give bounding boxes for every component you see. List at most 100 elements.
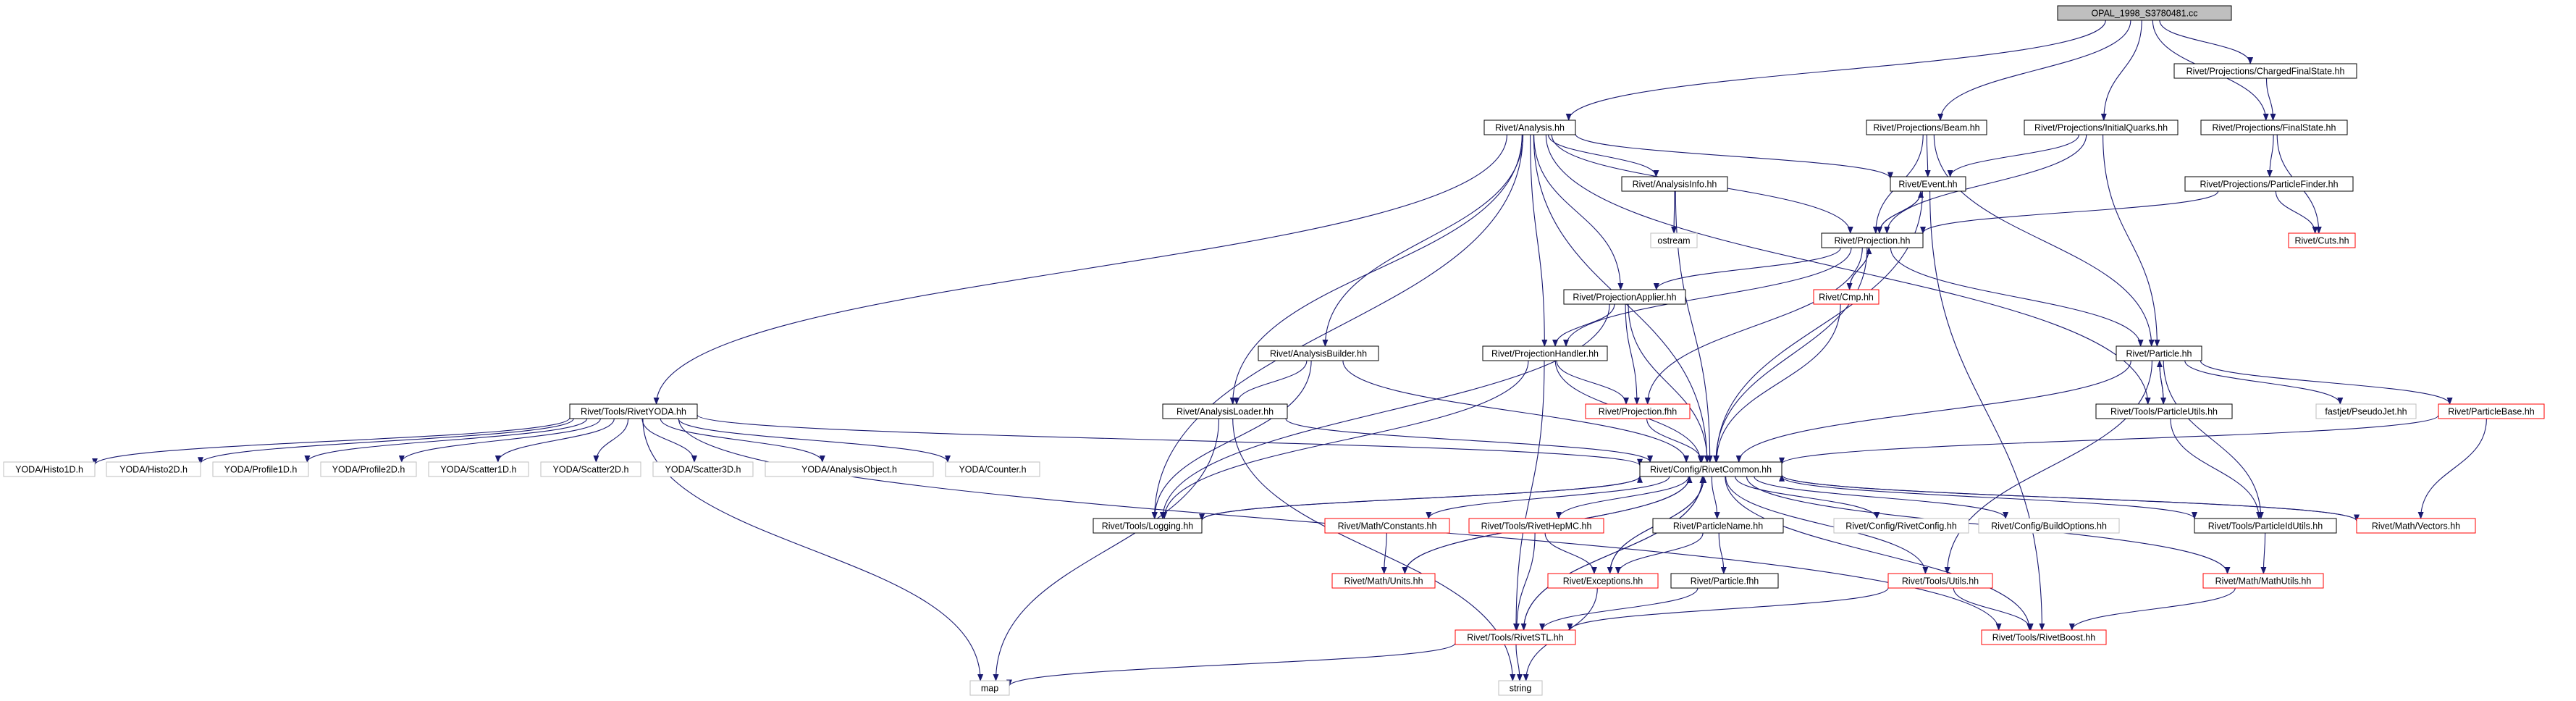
node-logging-box — [1093, 518, 1203, 534]
edge-analysis-to-abuild — [1322, 134, 1524, 347]
node-analysis[interactable]: Rivet/Analysis.hh — [1483, 119, 1576, 135]
node-fastjet: fastjet/PseudoJet.hh — [2315, 403, 2417, 419]
node-aobj-box — [765, 461, 934, 477]
edge-pfhh-to-stl — [1539, 587, 1699, 631]
node-mvec[interactable]: Rivet/Math/Vectors.hh — [2356, 518, 2476, 534]
node-map-box — [969, 680, 1010, 696]
node-root[interactable]: OPAL_1998_S3780481.cc — [2057, 5, 2232, 21]
node-beam[interactable]: Rivet/Projections/Beam.hh — [1866, 119, 1987, 135]
node-ryoda[interactable]: Rivet/Tools/RivetYODA.hh — [569, 403, 698, 419]
edge-stl-to-map — [1006, 642, 1456, 687]
node-common-label: Rivet/Config/RivetCommon.hh — [1650, 465, 1772, 475]
edge-root-to-beam — [1937, 20, 2131, 121]
edge-ryoda-to-h2d — [198, 418, 574, 465]
node-counter-label: YODA/Counter.h — [959, 465, 1026, 475]
node-pidu-box — [2194, 518, 2337, 534]
node-initq[interactable]: Rivet/Projections/InitialQuarks.hh — [2024, 119, 2179, 135]
node-fs[interactable]: Rivet/Projections/FinalState.hh — [2200, 119, 2348, 135]
node-aload[interactable]: Rivet/AnalysisLoader.hh — [1162, 403, 1288, 419]
edge-beam-to-particle — [1933, 134, 2155, 347]
edge-papp-to-phand — [1552, 303, 1615, 347]
edge-common-to-boost — [1725, 476, 2033, 631]
node-mconst-label: Rivet/Math/Constants.hh — [1338, 521, 1437, 532]
edge-initq-to-proj — [1884, 134, 2087, 234]
node-logging[interactable]: Rivet/Tools/Logging.hh — [1093, 518, 1203, 534]
node-mutils[interactable]: Rivet/Math/MathUtils.hh — [2202, 573, 2324, 589]
node-chfs-box — [2173, 63, 2357, 79]
edge-papp-to-common — [1628, 303, 1710, 463]
node-tutils-box — [1887, 573, 1993, 589]
node-papp[interactable]: Rivet/ProjectionApplier.hh — [1563, 289, 1686, 305]
node-pfhh-label: Rivet/Particle.fhh — [1691, 576, 1759, 587]
node-bopts-label: Rivet/Config/BuildOptions.hh — [1991, 521, 2107, 532]
edge-common-to-mconst — [1426, 476, 1670, 519]
node-chfs[interactable]: Rivet/Projections/ChargedFinalState.hh — [2173, 63, 2357, 79]
node-root-box — [2057, 5, 2232, 21]
node-abuild-label: Rivet/AnalysisBuilder.hh — [1270, 349, 1367, 359]
edge-logging-to-common — [1201, 475, 1643, 521]
node-abuild-box — [1258, 345, 1379, 361]
node-event[interactable]: Rivet/Event.hh — [1890, 176, 1966, 192]
node-pname[interactable]: Rivet/ParticleName.hh — [1652, 518, 1784, 534]
edge-proj-to-common — [1713, 247, 1868, 463]
edge-analysis-to-papp — [1533, 134, 1624, 290]
edge-putils-to-pidu — [2170, 418, 2263, 519]
node-projf[interactable]: Rivet/Projection.fhh — [1585, 403, 1691, 419]
node-abuild[interactable]: Rivet/AnalysisBuilder.hh — [1258, 345, 1379, 361]
node-boost-box — [1981, 629, 2107, 645]
node-proj[interactable]: Rivet/Projection.hh — [1821, 232, 1924, 248]
node-proj-label: Rivet/Projection.hh — [1835, 236, 1911, 246]
node-papp-box — [1563, 289, 1686, 305]
edge-common-to-tutils — [1725, 476, 1929, 574]
edge-ryoda-to-s2d — [593, 418, 629, 463]
node-p2d: YODA/Profile2D.h — [320, 461, 417, 477]
node-ainfo[interactable]: Rivet/AnalysisInfo.hh — [1621, 176, 1728, 192]
edge-papp-to-logging — [1159, 303, 1610, 519]
node-pfhh[interactable]: Rivet/Particle.fhh — [1670, 573, 1779, 589]
edge-putils-to-particle — [2156, 360, 2164, 405]
node-fs-label: Rivet/Projections/FinalState.hh — [2213, 123, 2336, 133]
edge-aload-to-common — [1285, 418, 1653, 463]
node-stl[interactable]: Rivet/Tools/RivetSTL.hh — [1455, 629, 1576, 645]
node-projf-box — [1585, 403, 1691, 419]
node-cuts[interactable]: Rivet/Cuts.hh — [2288, 232, 2356, 248]
node-ryoda-box — [569, 403, 698, 419]
node-pname-label: Rivet/ParticleName.hh — [1673, 521, 1763, 532]
edge-tutils-to-stl — [1567, 587, 1889, 631]
node-tutils[interactable]: Rivet/Tools/Utils.hh — [1887, 573, 1993, 589]
node-common-box — [1639, 461, 1782, 477]
node-boost[interactable]: Rivet/Tools/RivetBoost.hh — [1981, 629, 2107, 645]
edge-layer — [92, 20, 2487, 687]
node-pbase[interactable]: Rivet/ParticleBase.hh — [2438, 403, 2545, 419]
node-munits[interactable]: Rivet/Math/Units.hh — [1331, 573, 1436, 589]
node-s2d-box — [540, 461, 641, 477]
edge-common-to-hepmc — [1555, 476, 1689, 519]
node-string-box — [1498, 680, 1543, 696]
node-particle[interactable]: Rivet/Particle.hh — [2116, 345, 2202, 361]
node-common[interactable]: Rivet/Config/RivetCommon.hh — [1639, 461, 1782, 477]
node-hepmc[interactable]: Rivet/Tools/RivetHepMC.hh — [1468, 518, 1604, 534]
node-exc-label: Rivet/Exceptions.hh — [1563, 576, 1643, 587]
node-exc[interactable]: Rivet/Exceptions.hh — [1547, 573, 1659, 589]
node-proj-box — [1821, 232, 1924, 248]
edge-pfind-to-cuts — [2275, 190, 2318, 234]
node-mconst[interactable]: Rivet/Math/Constants.hh — [1324, 518, 1450, 534]
node-mutils-label: Rivet/Math/MathUtils.hh — [2215, 576, 2312, 587]
node-putils[interactable]: Rivet/Tools/ParticleUtils.hh — [2095, 403, 2233, 419]
node-rconf-label: Rivet/Config/RivetConfig.hh — [1845, 521, 1957, 532]
node-cuts-box — [2288, 232, 2356, 248]
edge-stl-to-common — [1523, 476, 1706, 631]
node-fastjet-box — [2315, 403, 2417, 419]
node-putils-box — [2095, 403, 2233, 419]
edge-proj-to-event — [1879, 190, 1924, 234]
edge-root-to-initq — [2100, 20, 2142, 121]
node-pidu[interactable]: Rivet/Tools/ParticleIdUtils.hh — [2194, 518, 2337, 534]
node-pfind[interactable]: Rivet/Projections/ParticleFinder.hh — [2184, 176, 2354, 192]
edge-ryoda-to-s1d — [494, 418, 615, 463]
edge-mvec-to-common — [1779, 474, 2357, 521]
node-phand[interactable]: Rivet/ProjectionHandler.hh — [1482, 345, 1608, 361]
node-beam-label: Rivet/Projections/Beam.hh — [1873, 123, 1979, 133]
node-cmp[interactable]: Rivet/Cmp.hh — [1813, 289, 1880, 305]
node-counter: YODA/Counter.h — [945, 461, 1040, 477]
node-event-label: Rivet/Event.hh — [1898, 180, 1957, 190]
